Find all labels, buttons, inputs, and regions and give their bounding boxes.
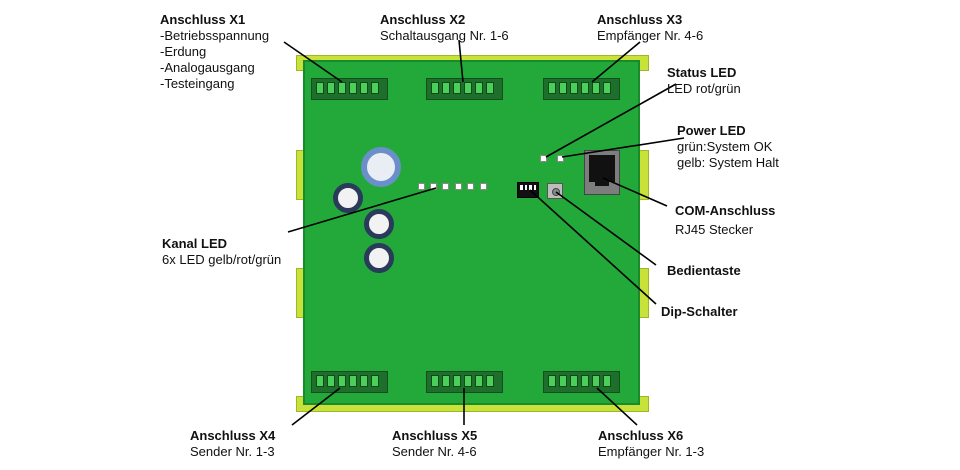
label-x4: Anschluss X4 Sender Nr. 1-3: [190, 428, 276, 459]
pcb-board: [303, 60, 640, 405]
channel-led-1: [418, 183, 425, 190]
connector-x1: [311, 78, 388, 100]
channel-led-5: [467, 183, 474, 190]
dip-switch[interactable]: [517, 182, 539, 198]
status-led: [540, 155, 547, 162]
label-dip: Dip-Schalter: [661, 304, 738, 319]
connector-x2: [426, 78, 503, 100]
label-com: COM-Anschluss RJ45 Stecker: [675, 203, 776, 237]
label-kanal-led: Kanal LED 6x LED gelb/rot/grün: [162, 236, 282, 267]
connector-x6: [543, 371, 620, 393]
connector-x5: [426, 371, 503, 393]
channel-led-6: [480, 183, 487, 190]
label-x3: Anschluss X3 Empfänger Nr. 4-6: [597, 12, 704, 43]
label-x1: Anschluss X1 -Betriebsspannung -Erdung -…: [160, 12, 270, 91]
label-x6: Anschluss X6 Empfänger Nr. 1-3: [598, 428, 705, 459]
capacitor-large: [361, 147, 401, 187]
channel-led-3: [442, 183, 449, 190]
label-bedientaste: Bedientaste: [667, 263, 741, 278]
connector-x3: [543, 78, 620, 100]
power-led: [557, 155, 564, 162]
capacitor-2: [364, 209, 394, 239]
capacitor-3: [364, 243, 394, 273]
label-status-led: Status LED LED rot/grün: [667, 65, 741, 96]
channel-led-4: [455, 183, 462, 190]
label-x5: Anschluss X5 Sender Nr. 4-6: [392, 428, 478, 459]
capacitor-1: [333, 183, 363, 213]
label-power-led: Power LED grün:System OK gelb: System Ha…: [677, 123, 779, 170]
connector-x4: [311, 371, 388, 393]
label-x2: Anschluss X2 Schaltausgang Nr. 1-6: [380, 12, 509, 43]
